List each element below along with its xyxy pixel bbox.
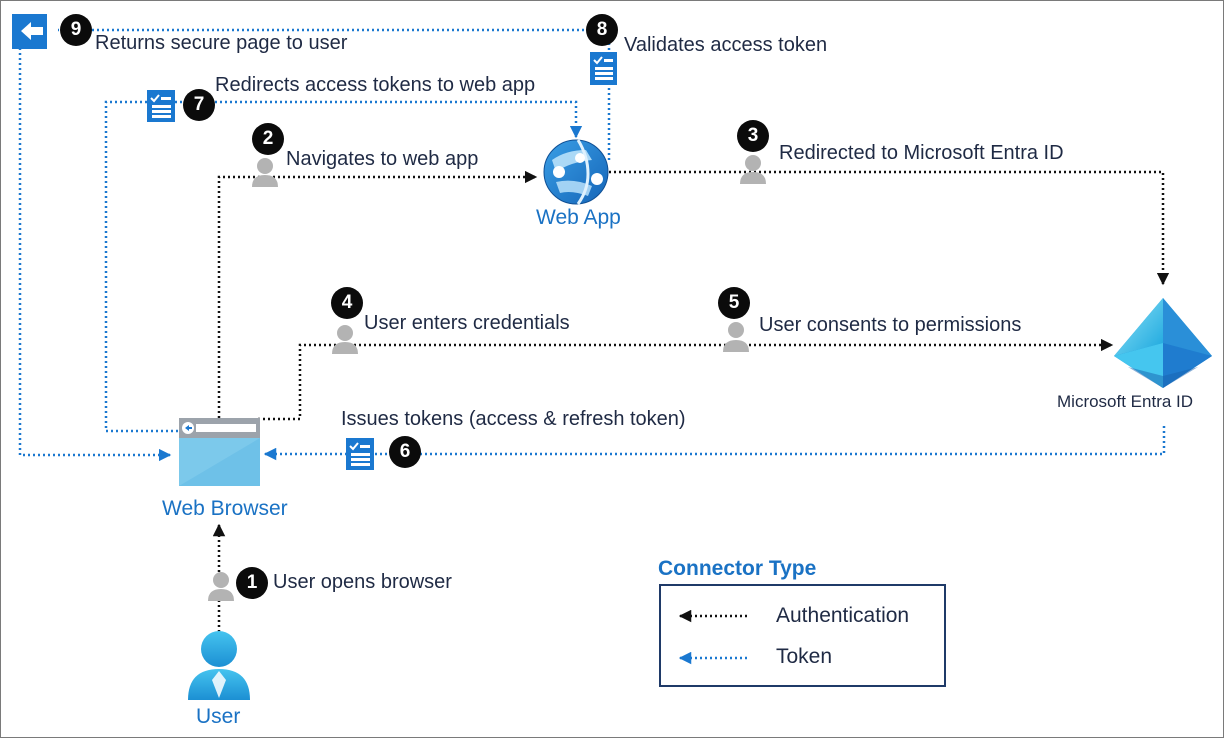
browser-window-icon [179, 418, 260, 486]
step-badge-6: 6 [389, 436, 421, 468]
step-badge-7: 7 [183, 89, 215, 121]
azure-app-service-icon [543, 139, 609, 205]
step-label-1: User opens browser [273, 571, 452, 593]
connector-step-3 [609, 170, 1170, 286]
step-badge-8: 8 [586, 14, 618, 46]
step-badge-2: 2 [252, 123, 284, 155]
connector-step-7 [104, 100, 583, 433]
step-badge-4: 4 [331, 287, 363, 319]
step-label-5: User consents to permissions [759, 314, 1022, 336]
connector-step-9-down [18, 48, 172, 462]
connector-step-4-5 [258, 338, 1114, 421]
step-label-2: Navigates to web app [286, 148, 479, 170]
step-badge-5: 5 [718, 287, 750, 319]
person-glyph-icon-1 [208, 572, 234, 601]
user-person-icon [188, 631, 250, 700]
connector-step-2 [217, 170, 538, 418]
legend-authentication-label: Authentication [776, 604, 910, 627]
legend-token-label: Token [776, 645, 833, 668]
step-badge-3: 3 [737, 120, 769, 152]
web-app-label: Web App [536, 206, 621, 229]
person-glyph-icon-2 [252, 158, 278, 187]
person-glyph-icon-5 [723, 322, 749, 352]
step-label-7: Redirects access tokens to web app [215, 74, 536, 96]
web-browser-label: Web Browser [162, 497, 288, 520]
step-badge-9: 9 [60, 14, 92, 46]
legend-samples [678, 609, 750, 665]
legend-title: Connector Type [658, 557, 817, 580]
user-label: User [196, 705, 241, 728]
person-glyph-icon-3 [740, 155, 766, 184]
authentication-connectors [212, 170, 1170, 632]
person-glyph-icon-4 [332, 325, 358, 354]
step-label-3: Redirected to Microsoft Entra ID [779, 142, 1064, 164]
return-arrow-icon [12, 14, 47, 49]
step-badge-1: 1 [236, 567, 268, 599]
step-label-8: Validates access token [624, 34, 828, 56]
token-document-icon-6 [346, 438, 374, 470]
token-document-icon-8 [590, 52, 617, 85]
token-document-icon-7 [147, 90, 175, 122]
step-label-9: Returns secure page to user [95, 32, 348, 54]
entra-pyramid-icon [1114, 298, 1212, 388]
step-label-6: Issues tokens (access & refresh token) [341, 408, 686, 430]
entra-label: Microsoft Entra ID [1057, 392, 1194, 411]
legend-box [659, 584, 946, 687]
step-label-4: User enters credentials [364, 312, 570, 334]
